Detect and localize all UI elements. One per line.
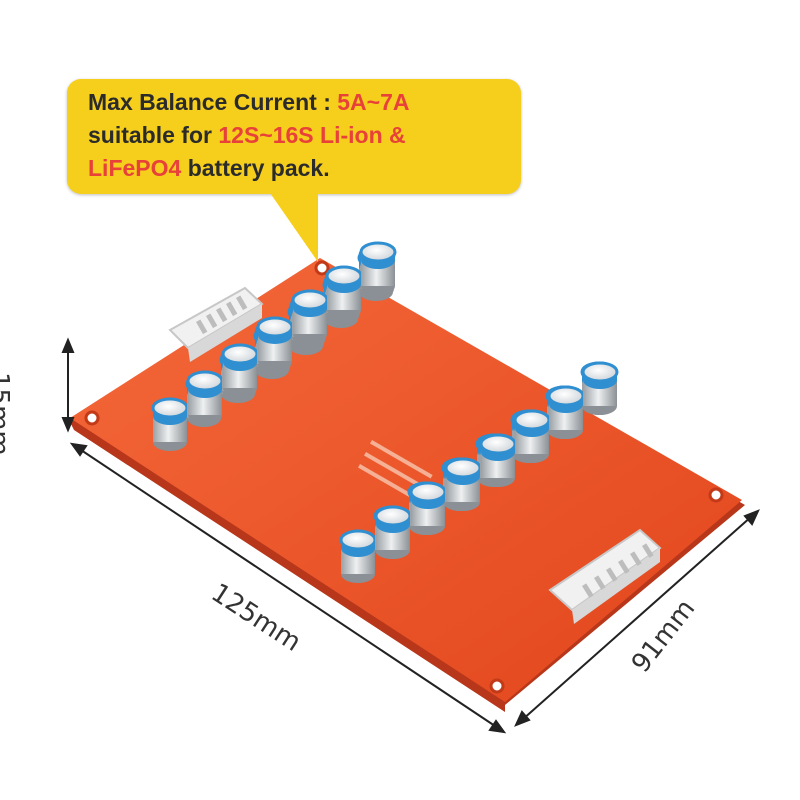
capacitor [359, 241, 397, 295]
capacitor [409, 481, 447, 535]
spec-callout [67, 79, 521, 194]
max-balance-current-value: 5A~7A [337, 89, 410, 115]
capacitor [374, 505, 412, 559]
dimension-line-length [69, 442, 507, 734]
capacitor [256, 316, 294, 370]
battery-pack-label: battery pack. [181, 155, 330, 181]
capacitor [151, 397, 189, 451]
dimension-line-height [61, 337, 75, 433]
callout-line-1: Max Balance Current : 5A~7A [88, 86, 518, 119]
height-dimension-label: 15mm [0, 372, 14, 456]
spec-callout-text: Max Balance Current : 5A~7A suitable for… [88, 86, 518, 185]
suitable-for-label: suitable for [88, 122, 219, 148]
capacitor-array-right [339, 361, 619, 583]
mounting-holes [84, 260, 724, 694]
callout-line-2: suitable for 12S~16S Li-ion & [88, 119, 518, 152]
callout-line-3: LiFePO4 battery pack. [88, 152, 518, 185]
capacitor [186, 370, 224, 424]
max-balance-current-label: Max Balance Current : [88, 89, 338, 115]
dimension-line-width [514, 509, 760, 727]
capacitor [221, 343, 259, 397]
capacitor [547, 385, 585, 439]
balance-connector-left [168, 286, 264, 362]
capacitor [581, 361, 619, 415]
pcb-silkscreen-text [358, 440, 433, 503]
capacitor-array-left [151, 241, 397, 451]
battery-chemistry-value: LiFePO4 [88, 155, 182, 181]
balance-connector-right [548, 528, 662, 624]
capacitor [339, 529, 377, 583]
capacitor [291, 289, 329, 343]
battery-series-value: 12S~16S Li-ion & [218, 122, 406, 148]
capacitor [325, 265, 363, 319]
capacitor [479, 433, 517, 487]
capacitor [513, 409, 551, 463]
